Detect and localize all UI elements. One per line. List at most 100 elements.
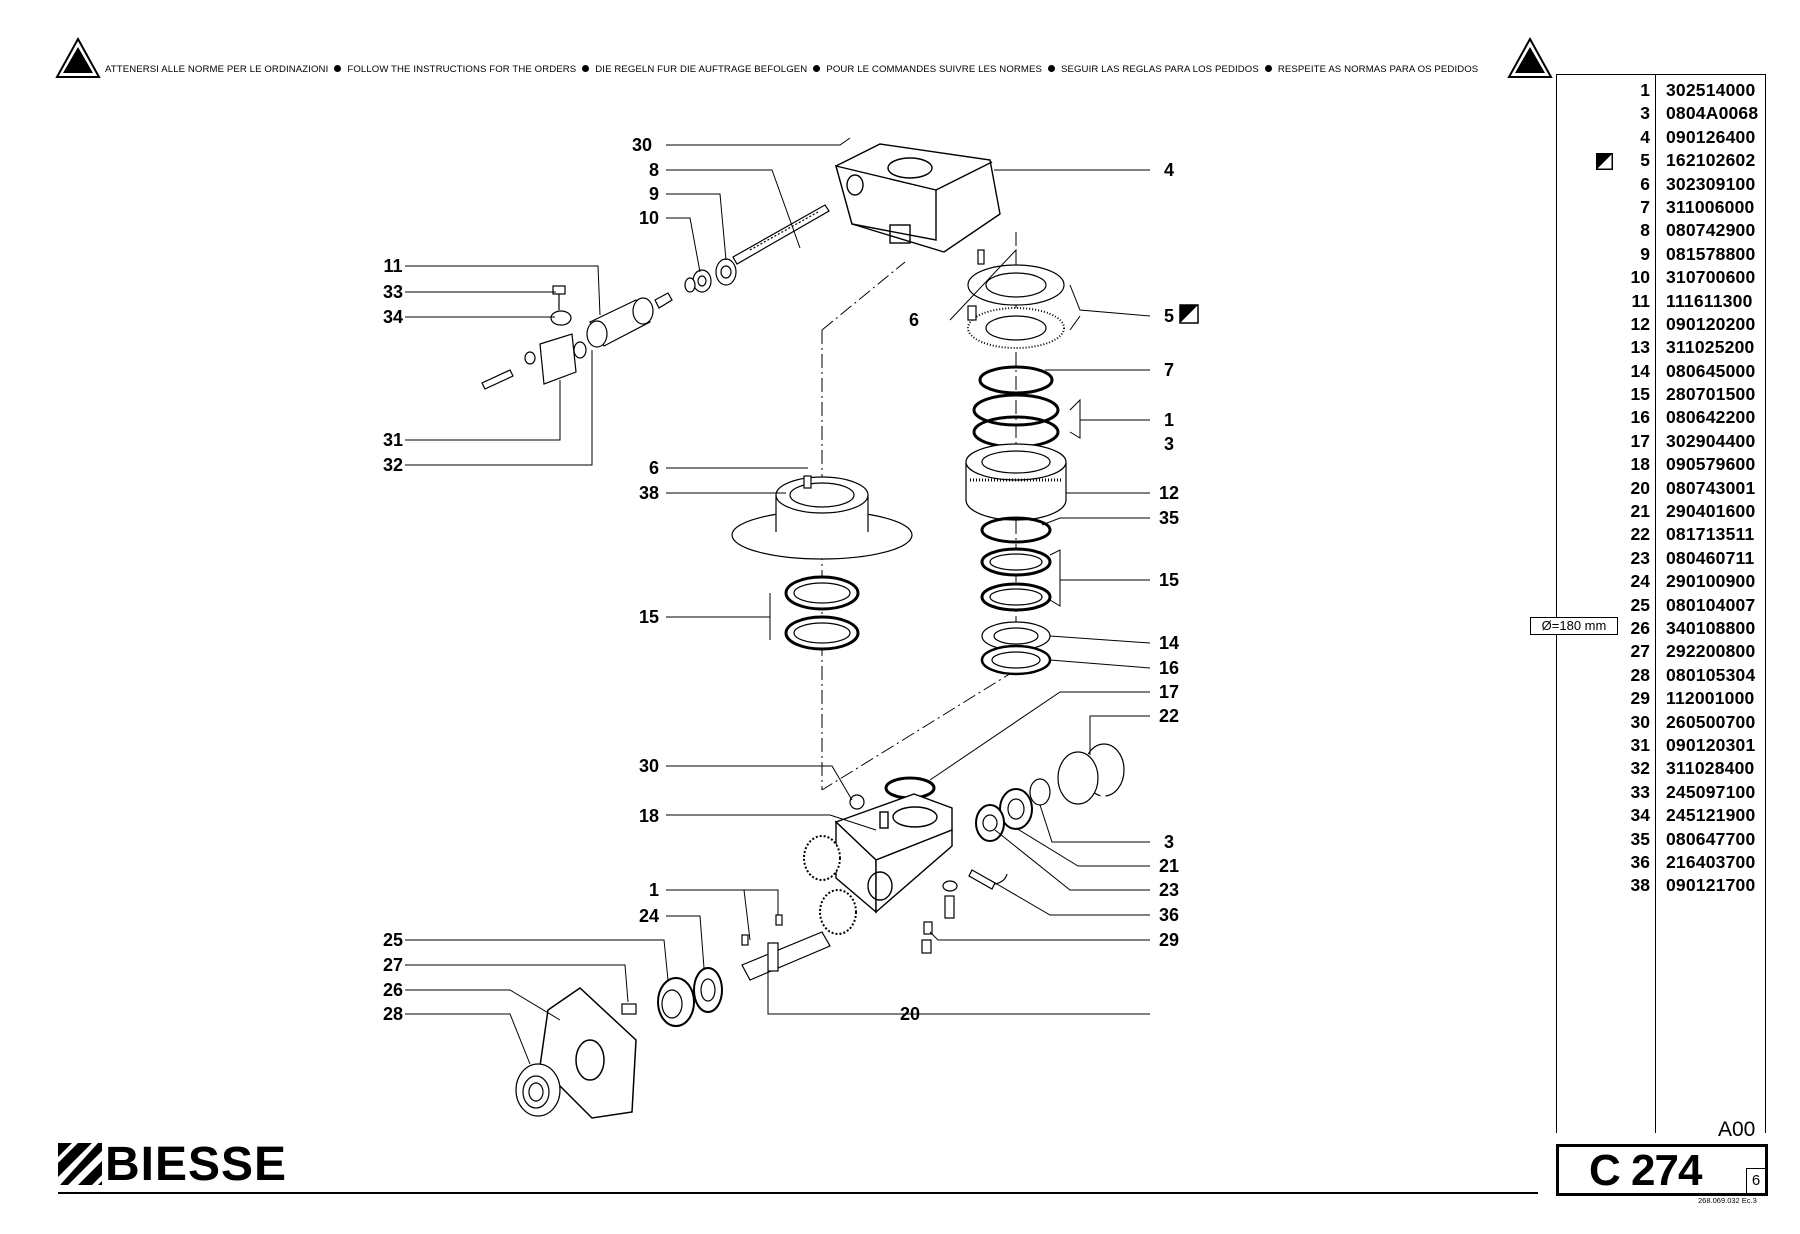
part-code: 081578800 xyxy=(1666,243,1756,264)
part-number: 4 xyxy=(1640,126,1650,147)
bullet-icon xyxy=(1048,65,1055,72)
part-number: 13 xyxy=(1630,337,1650,358)
warning-triangle-icon xyxy=(55,37,101,78)
notice-item: ATTENERSI ALLE NORME PER LE ORDINAZIONI xyxy=(105,64,329,75)
part-code: 111611300 xyxy=(1666,290,1753,311)
part-code: 310700600 xyxy=(1666,267,1756,288)
part-number: 28 xyxy=(1630,664,1650,685)
part-number: 11 xyxy=(1631,290,1651,311)
part-code: 080460711 xyxy=(1666,547,1755,568)
part-number: 9 xyxy=(1640,243,1650,264)
callout-38: 38 xyxy=(639,483,659,503)
part-code: 080642200 xyxy=(1666,407,1756,428)
callout-32: 32 xyxy=(383,455,403,475)
part-code: 302514000 xyxy=(1666,80,1756,100)
part-number: 1 xyxy=(1640,80,1650,100)
part-number: 21 xyxy=(1630,501,1650,522)
parts-list-row: 30 260500700 xyxy=(1556,712,1764,735)
notice-item: RESPEITE AS NORMAS PARA OS PEDIDOS xyxy=(1277,64,1479,75)
callout-21: 21 xyxy=(1159,856,1179,876)
biesse-logo-icon xyxy=(58,1143,102,1185)
callout-26: 26 xyxy=(383,980,403,1000)
callout-11: 11 xyxy=(383,256,402,276)
callout-1: 1 xyxy=(1164,410,1174,430)
part-number: 17 xyxy=(1630,430,1650,451)
sheet-number: 6 xyxy=(1746,1168,1765,1193)
callout-1: 1 xyxy=(649,880,659,900)
parts-list-row: 17 302904400 xyxy=(1556,431,1764,454)
part-number: 38 xyxy=(1630,875,1650,896)
callout-17: 17 xyxy=(1159,682,1179,702)
part-number: 33 xyxy=(1630,781,1650,802)
document-reference: 268.069.032 Ec.3 xyxy=(1698,1196,1757,1205)
bullet-icon xyxy=(1264,65,1272,72)
order-instructions-header: ATTENERSI ALLE NORME PER LE ORDINAZIONI F… xyxy=(55,37,1555,79)
part-code: 080743001 xyxy=(1666,477,1756,498)
part-code: 311006000 xyxy=(1666,196,1755,217)
parts-list-row: 12 090120200 xyxy=(1556,314,1764,337)
part-number: 27 xyxy=(1630,641,1650,662)
part-code: 080105304 xyxy=(1666,664,1756,685)
part-number: 25 xyxy=(1630,594,1650,615)
callout-30: 30 xyxy=(632,135,652,155)
notice-item: DIE REGELN FUR DIE AUFTRAGE BEFOLGEN xyxy=(595,64,808,75)
callout-10: 10 xyxy=(639,208,659,228)
part-number: 16 xyxy=(1630,407,1650,428)
part-code: 292200800 xyxy=(1666,641,1756,662)
half-filled-square-icon xyxy=(1596,153,1613,171)
order-instructions-text: ATTENERSI ALLE NORME PER LE ORDINAZIONI F… xyxy=(105,64,1555,75)
callout-35: 35 xyxy=(1159,508,1179,528)
half-filled-square-icon xyxy=(1179,304,1199,324)
part-number: 10 xyxy=(1630,267,1650,288)
callout-20: 20 xyxy=(900,1004,920,1024)
threaded-rod xyxy=(732,204,830,265)
part-number: 12 xyxy=(1630,313,1650,334)
part-code: 260500700 xyxy=(1666,711,1756,732)
part-number: 23 xyxy=(1630,547,1650,568)
callout-34: 34 xyxy=(383,307,403,327)
callout-12: 12 xyxy=(1159,483,1179,503)
drawing-code-box: C 274 6 xyxy=(1556,1144,1768,1196)
callout-24: 24 xyxy=(639,906,659,926)
parts-list-row: 5 162102602 xyxy=(1556,150,1764,173)
callout-9: 9 xyxy=(649,184,659,204)
callout-36: 36 xyxy=(1159,905,1179,925)
notice-item: SEGUIR LAS REGLAS PARA LOS PEDIDOS xyxy=(1061,64,1259,75)
part-number: 18 xyxy=(1630,454,1650,475)
part-code: 162102602 xyxy=(1666,150,1756,171)
part-number: 22 xyxy=(1630,524,1650,545)
part-code: 245097100 xyxy=(1666,781,1756,802)
part-code: 090120200 xyxy=(1666,313,1756,334)
callout-8: 8 xyxy=(649,160,659,180)
part-code: 340108800 xyxy=(1666,617,1756,638)
diameter-note: Ø=180 mm xyxy=(1530,617,1618,635)
part-code: 090121700 xyxy=(1666,875,1756,896)
part-number: 30 xyxy=(1630,711,1650,732)
part-code: 080104007 xyxy=(1666,594,1756,615)
callout-30: 30 xyxy=(639,756,659,776)
callout-29: 29 xyxy=(1159,930,1179,950)
callout-33: 33 xyxy=(383,282,403,302)
part-code: 081713511 xyxy=(1666,524,1755,545)
part-number: 5 xyxy=(1640,150,1650,171)
part-code: 302904400 xyxy=(1666,430,1756,451)
parts-list-row: 11 111611300 xyxy=(1556,291,1764,314)
parts-list-row: 33 245097100 xyxy=(1556,782,1764,805)
notice-item: FOLLOW THE INSTRUCTIONS FOR THE ORDERS xyxy=(347,64,577,75)
parts-list-row: 1 302514000 xyxy=(1556,80,1764,103)
part-number: 26 xyxy=(1630,617,1650,638)
callout-16: 16 xyxy=(1159,658,1179,678)
notice-item: POUR LE COMMANDES SUIVRE LES NORMES xyxy=(826,64,1042,75)
